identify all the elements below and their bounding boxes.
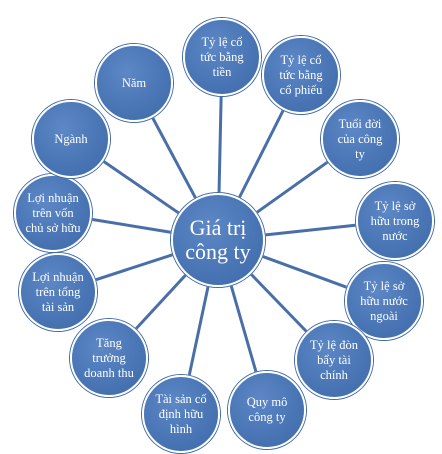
center-label: Giá trị công ty — [185, 215, 251, 264]
node-ty-le-don-bay-tai-chinh: Tỷ lệ đòn bẩy tài chính — [295, 321, 373, 399]
node-nam: Năm — [95, 44, 173, 122]
node-ty-le-co-tuc-bang-co-phieu: Tỷ lệ cổ tức bằng cổ phiếu — [262, 36, 340, 114]
node-ty-le-so-huu-trong-nuoc: Tỷ lệ sở hữu trong nước — [356, 182, 434, 260]
node-tai-san-co-dinh-huu-hinh: Tài sản cố định hữu hình — [142, 375, 220, 453]
connector-tai-san-co-dinh-huu-hinh — [187, 286, 210, 376]
connector-nganh — [103, 160, 180, 215]
connector-ty-le-don-bay-tai-chinh — [250, 273, 308, 333]
node-label: Lợi nhuận trên vốn chủ sở hữu — [25, 190, 81, 235]
node-label: Lợi nhuận trên tổng tài sản — [32, 269, 84, 314]
connector-quy-mo-cong-ty — [229, 285, 258, 372]
connector-loi-nhuan-tren-tong-tai-san — [95, 253, 173, 282]
node-label: Tỷ lệ cổ tức bằng cổ phiếu — [279, 52, 323, 97]
connector-ty-le-co-tuc-bang-co-phieu — [238, 110, 285, 198]
node-tuoi-doi-cua-cong-ty: Tuổi đời của công ty — [321, 100, 399, 178]
node-label: Tỷ lệ cổ tức bằng tiền — [200, 34, 244, 79]
connector-ty-le-so-huu-nuoc-ngoai — [262, 255, 347, 289]
node-label: Tài sản cố định hữu hình — [155, 391, 207, 436]
connector-nam — [151, 117, 197, 199]
node-label: Tỷ lệ sở hữu trong nước — [370, 198, 420, 243]
connector-ty-le-so-huu-trong-nuoc — [265, 223, 356, 237]
connector-tuoi-doi-cua-cong-ty — [256, 160, 329, 214]
node-label: Tỷ lệ đòn bẩy tài chính — [310, 337, 358, 382]
node-label: Ngành — [54, 131, 88, 146]
connector-loi-nhuan-tren-von-chu-so-huu — [92, 217, 171, 234]
node-nganh: Ngành — [32, 100, 110, 178]
node-label: Năm — [121, 75, 147, 90]
node-ty-le-so-huu-nuoc-ngoai: Tỷ lệ sở hữu nước ngoài — [345, 262, 423, 340]
node-tang-truong-doanh-thu: Tăng trưởng doanh thu — [70, 319, 148, 397]
node-label: Tỷ lệ sở hữu nước ngoài — [360, 278, 408, 323]
node-loi-nhuan-tren-tong-tai-san: Lợi nhuận trên tổng tài sản — [19, 253, 97, 331]
node-label: Quy mô công ty — [246, 395, 288, 424]
node-label: Tăng trưởng doanh thu — [84, 335, 134, 380]
connector-tang-truong-doanh-thu — [135, 274, 187, 330]
node-label: Tuổi đời của công ty — [337, 116, 383, 161]
node-quy-mo-cong-ty: Quy mô công ty — [228, 371, 306, 449]
node-ty-le-co-tuc-bang-tien: Tỷ lệ cổ tức bằng tiền — [183, 18, 261, 96]
node-loi-nhuan-tren-von-chu-so-huu: Lợi nhuận trên vốn chủ sở hữu — [14, 174, 92, 252]
center-node: Giá trị công ty — [171, 193, 265, 287]
connector-ty-le-co-tuc-bang-tien — [217, 96, 223, 193]
